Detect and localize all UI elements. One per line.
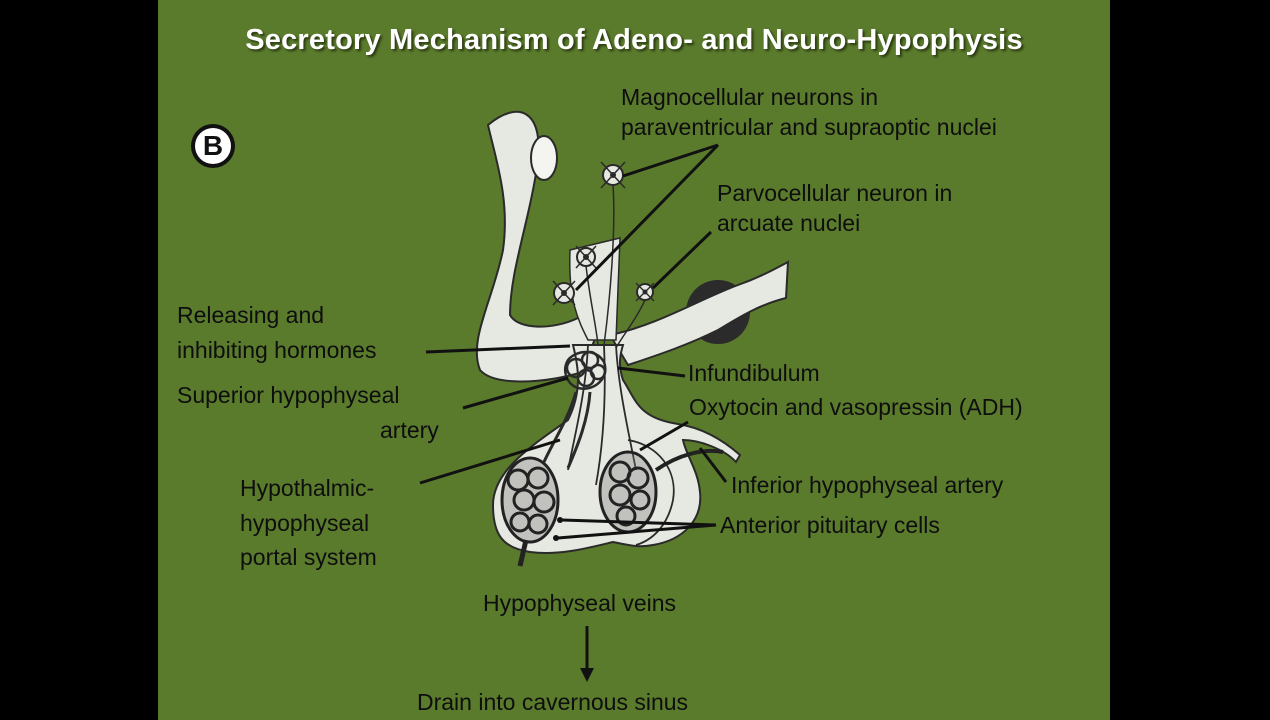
label-releasing-line2: inhibiting hormones	[177, 337, 377, 363]
magnocellular-neuron-3	[552, 280, 576, 306]
label-parvocellular-line1: Parvocellular neuron in	[717, 180, 953, 206]
optic-chiasm	[530, 135, 558, 181]
label-infundibulum: Infundibulum	[688, 360, 820, 386]
secondary-capillary-plexus-left	[500, 456, 560, 567]
label-portal-system-line3: portal system	[240, 544, 377, 570]
label-magnocellular-line1: Magnocellular neurons in	[621, 84, 878, 110]
label-parvocellular-line2: arcuate nuclei	[717, 210, 861, 236]
anterior-cell-dot-2	[553, 535, 559, 541]
magnocellular-neuron-1	[600, 161, 626, 189]
label-portal-system-line2: hypophyseal	[240, 510, 370, 536]
pituitary-diagram	[419, 110, 790, 682]
primary-capillary-plexus	[564, 350, 607, 390]
drain-arrow	[580, 626, 594, 682]
parvocellular-neuron	[635, 282, 655, 302]
slide-title: Secretory Mechanism of Adeno- and Neuro-…	[245, 24, 1023, 56]
panel-badge-letter: B	[195, 128, 231, 164]
leader-lines	[419, 143, 728, 540]
infundibulum-stalk	[567, 344, 637, 486]
label-anterior-pituitary-cells: Anterior pituitary cells	[720, 512, 940, 538]
anterior-cell-dot-1	[557, 517, 563, 523]
label-portal-system-line1: Hypothalmic-	[240, 475, 375, 501]
label-oxytocin-vasopressin: Oxytocin and vasopressin (ADH)	[689, 394, 1023, 420]
magnocellular-neuron-2	[575, 245, 597, 269]
label-hypophyseal-veins: Hypophyseal veins	[483, 590, 677, 616]
posterior-capillary-plexus	[598, 448, 724, 534]
label-inferior-artery: Inferior hypophyseal artery	[731, 472, 1004, 498]
posterior-lobe-outline	[627, 439, 675, 546]
label-drain-cavernous-sinus: Drain into cavernous sinus	[417, 689, 689, 715]
label-releasing-line1: Releasing and	[177, 302, 325, 328]
label-magnocellular-line2: paraventricular and supraoptic nuclei	[621, 114, 997, 140]
panel-badge: B	[191, 124, 235, 168]
hypothalamus-right-floor	[608, 260, 790, 367]
label-superior-artery-line2: artery	[380, 417, 439, 443]
label-superior-artery-line1: Superior hypophyseal	[177, 382, 400, 408]
slide: Secretory Mechanism of Adeno- and Neuro-…	[158, 0, 1110, 720]
axon-tracts	[585, 184, 646, 349]
portal-vessels	[542, 391, 592, 469]
